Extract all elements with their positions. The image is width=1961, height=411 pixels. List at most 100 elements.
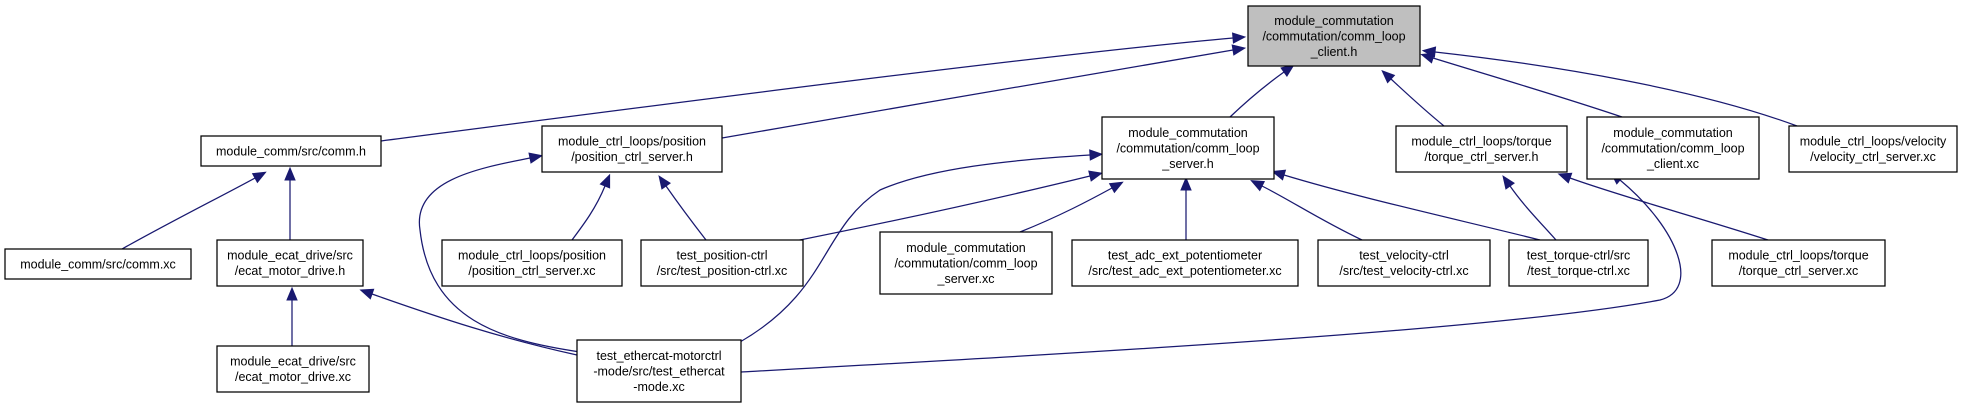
node-pos-server-xc[interactable]: module_ctrl_loops/position/position_ctrl… [441,239,623,287]
edge-comm_loop_server_h-to-root [1229,64,1295,118]
node-label-line: module_ctrl_loops/position [458,249,606,263]
node-comm-xc[interactable]: module_comm/src/comm.xc [4,248,192,280]
node-label-line: /src/test_adc_ext_potentiometer.xc [1088,264,1281,278]
edge-line [665,185,707,241]
node-torque-server-h[interactable]: module_ctrl_loops/torque/torque_ctrl_ser… [1395,125,1568,173]
node-comm-loop-server-h[interactable]: module_commutation/commutation/comm_loop… [1101,116,1275,180]
node-test-velocity[interactable]: test_velocity-ctrl/src/test_velocity-ctr… [1317,239,1491,287]
node-test-position[interactable]: test_position-ctrl/src/test_position-ctr… [640,239,804,287]
node-label-line: module_ctrl_loops/torque [1728,249,1868,263]
node-box [216,345,370,393]
node-label-line: module_ecat_drive/src [227,249,353,263]
arrowhead-icon [251,171,267,184]
edge-comm_xc-to-comm_h [121,171,267,250]
edge-line [1229,71,1285,118]
edge-line [1569,177,1769,241]
node-box [1247,5,1421,67]
node-box [576,339,742,403]
node-label-line: module_comm/src/comm.xc [20,257,176,271]
edge-line [121,177,256,250]
nodes-layer: module_commutation/commutation/comm_loop… [4,5,1958,403]
node-label-line: /src/test_position-ctrl.xc [657,264,788,278]
node-box [1586,116,1760,180]
edge-line [789,175,1091,243]
node-label-line: test_position-ctrl [676,249,767,263]
node-test-ethercat[interactable]: test_ethercat-motorctrl-mode/src/test_et… [576,339,742,403]
node-label-line: /src/test_velocity-ctrl.xc [1339,264,1468,278]
node-test-adc[interactable]: test_adc_ext_potentiometer/src/test_adc_… [1071,239,1299,287]
arrowhead-icon [1280,64,1295,77]
edge-line [740,179,1682,373]
arrowhead-icon [599,173,611,189]
arrowhead-icon [1250,180,1266,192]
edge-line [721,49,1234,139]
edge-line [380,37,1234,142]
node-label-line: /position_ctrl_server.xc [468,264,595,278]
arrowhead-icon [1231,44,1247,56]
edge-line [571,185,606,241]
arrowhead-icon [1421,46,1437,58]
node-label-line: _client.h [1310,45,1358,59]
edges-layer [121,32,1798,373]
arrowhead-icon [1108,181,1124,194]
node-comm-loop-client-xc[interactable]: module_commutation/commutation/comm_loop… [1586,116,1760,180]
node-comm-h[interactable]: module_comm/src/comm.h [200,135,382,167]
node-box [1788,125,1958,173]
node-label-line: module_commutation [1274,14,1394,28]
node-box [1395,125,1568,173]
node-label-line: module_ecat_drive/src [230,355,356,369]
edge-test_adc-to-comm_loop_server_h [1180,176,1192,240]
edge-test_torque-to-torque_server_h [1502,175,1557,241]
node-label-line: /ecat_motor_drive.h [235,264,346,278]
arrowhead-icon [658,175,671,190]
node-box [1508,239,1649,287]
edge-test_torque-to-comm_loop_server_h [1271,169,1541,241]
node-velocity-server-h[interactable]: module_ctrl_loops/velocity/velocity_ctrl… [1788,125,1958,173]
node-box [640,239,804,287]
edge-line [739,154,1091,343]
node-label-line: /commutation/comm_loop [1116,141,1259,155]
edge-line [1434,51,1798,127]
node-ecat-drive-xc[interactable]: module_ecat_drive/src/ecat_motor_drive.x… [216,345,370,393]
edge-comm_h-to-root [380,32,1247,142]
edge-ecat_drive_h-to-comm_h [284,166,296,240]
node-box [541,125,723,173]
edge-test_position-to-comm_loop_server_h [789,170,1103,243]
node-label-line: /test_torque-ctrl.xc [1527,264,1630,278]
node-torque-server-xc[interactable]: module_ctrl_loops/torque/torque_ctrl_ser… [1711,239,1886,287]
node-comm-loop-server-xc[interactable]: module_commutation/commutation/comm_loop… [879,231,1053,295]
node-ecat-drive-h[interactable]: module_ecat_drive/src/ecat_motor_drive.h [216,239,364,287]
edge-ecat_drive_xc-to-ecat_drive_h [286,286,298,346]
edge-line [1390,78,1445,127]
node-test-torque[interactable]: test_torque-ctrl/src/test_torque-ctrl.xc [1508,239,1649,287]
node-box [4,248,192,280]
arrowhead-icon [1381,69,1396,84]
edge-line [418,157,581,353]
node-box [200,135,382,167]
node-box [441,239,623,287]
node-label-line: test_ethercat-motorctrl [596,349,721,363]
node-label-line: _client.xc [1646,157,1699,171]
node-label-line: -mode.xc [633,380,684,394]
arrowhead-icon [1231,32,1247,44]
node-label-line: _server.h [1161,157,1213,171]
edge-line [1509,185,1557,241]
node-pos-server-h[interactable]: module_ctrl_loops/position/position_ctrl… [541,125,723,173]
node-label-line: module_ctrl_loops/velocity [1800,135,1947,149]
edge-line [1432,57,1623,118]
node-label-line: /commutation/comm_loop [894,256,1037,270]
edge-line [1019,187,1113,233]
node-label-line: module_ctrl_loops/position [558,135,706,149]
node-label-line: module_commutation [1128,126,1248,140]
node-label-line: /ecat_motor_drive.xc [235,370,351,384]
node-box [879,231,1053,295]
node-root[interactable]: module_commutation/commutation/comm_loop… [1247,5,1421,67]
edge-line [1283,174,1541,241]
node-label-line: /commutation/comm_loop [1262,29,1405,43]
node-label-line: test_velocity-ctrl [1359,249,1449,263]
edge-torque_server_h-to-root [1381,69,1445,127]
edge-test_ethercat-to-ecat_drive_h [359,288,578,356]
node-label-line: /torque_ctrl_server.xc [1739,264,1859,278]
arrowhead-icon [1089,149,1104,161]
